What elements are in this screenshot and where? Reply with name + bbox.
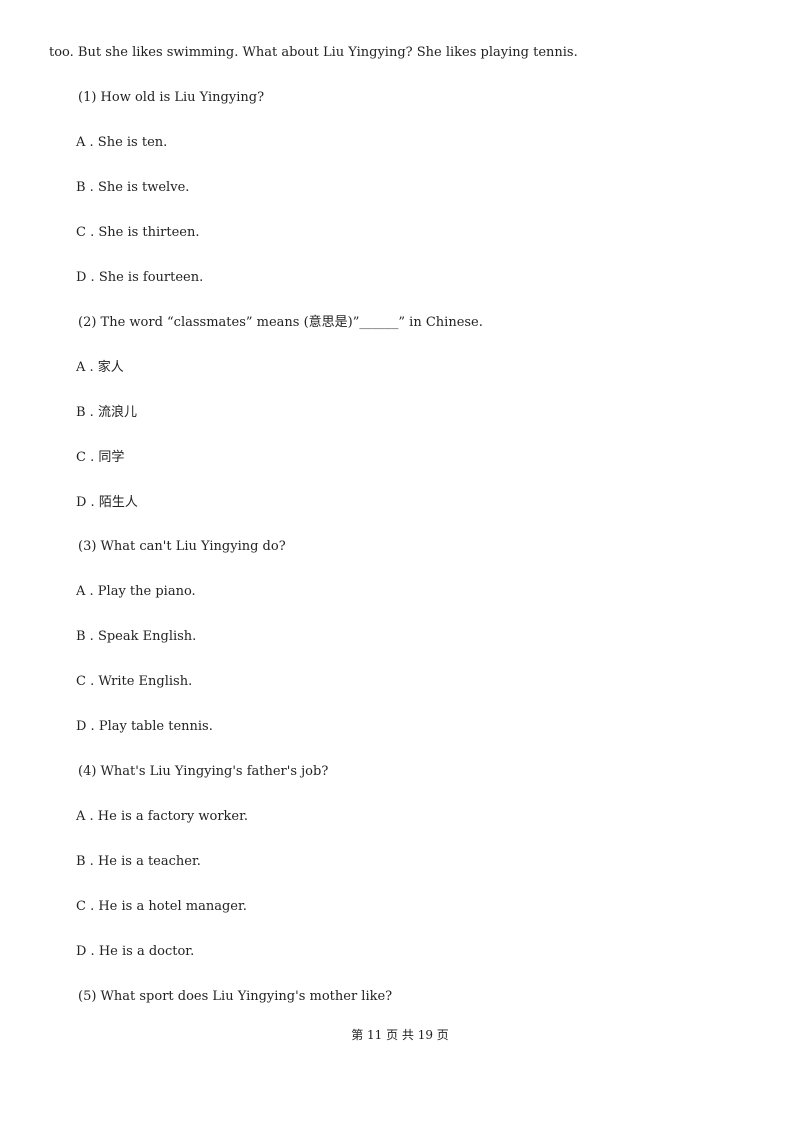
option-d: D . He is a doctor. [76, 944, 195, 959]
page-footer: 第 11 页 共 19 页 [351, 1028, 449, 1042]
passage-tail: too. But she likes swimming. What about … [49, 45, 578, 60]
question-prompt: (3) What can't Liu Yingying do? [78, 539, 286, 554]
option-a: A . She is ten. [76, 135, 168, 150]
option-c: C . He is a hotel manager. [76, 899, 247, 914]
option-c: C . Write English. [76, 674, 193, 689]
option-d: D . 陌生人 [76, 495, 138, 510]
question-prompt: (1) How old is Liu Yingying? [78, 90, 265, 105]
question-prompt: (2) The word “classmates” means (意思是)”__… [78, 315, 483, 330]
option-d: D . She is fourteen. [76, 270, 204, 285]
option-a: A . He is a factory worker. [76, 809, 249, 824]
option-b: B . She is twelve. [76, 180, 190, 195]
option-c: C . She is thirteen. [76, 225, 200, 240]
option-b: B . Speak English. [76, 629, 197, 644]
option-b: B . 流浪儿 [76, 405, 137, 420]
question-prompt: (4) What's Liu Yingying's father's job? [78, 764, 329, 779]
option-c: C . 同学 [76, 450, 125, 465]
option-a: A . Play the piano. [76, 584, 196, 599]
option-a: A . 家人 [76, 360, 124, 375]
option-b: B . He is a teacher. [76, 854, 201, 869]
question-prompt: (5) What sport does Liu Yingying's mothe… [78, 989, 393, 1004]
option-d: D . Play table tennis. [76, 719, 213, 734]
